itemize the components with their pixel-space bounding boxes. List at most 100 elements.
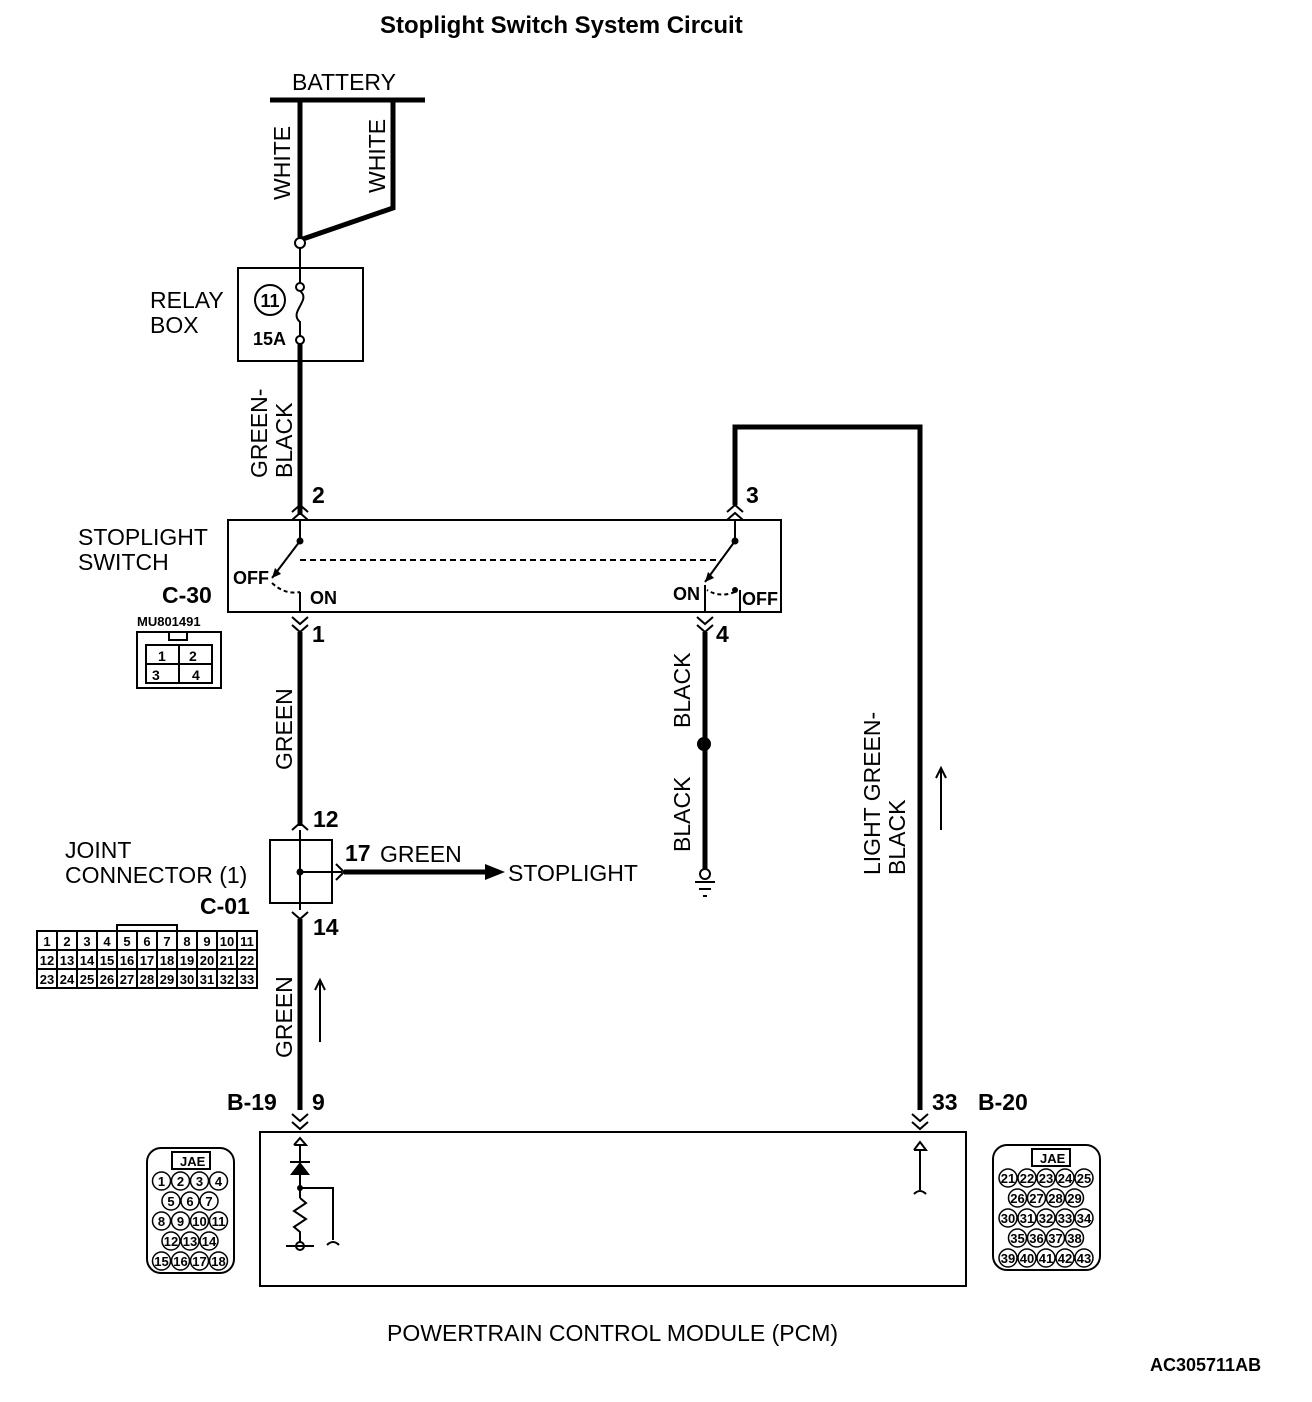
- b20-pins-cavity: [1017, 1168, 1037, 1188]
- c01-pin-6: 6: [143, 934, 150, 949]
- b19-pins-pin-7: 7: [205, 1194, 212, 1209]
- relay-box-label-2: BOX: [150, 312, 199, 338]
- stoplight-switch-label-1: STOPLIGHT: [78, 524, 208, 550]
- b20-pins-cavity: [1074, 1208, 1094, 1228]
- b19-pins-cavity: [151, 1251, 172, 1271]
- stoplight-switch-label-2: SWITCH: [78, 549, 169, 575]
- b19-pins-pin-12: 12: [164, 1234, 178, 1249]
- c01-pin-27: 27: [120, 972, 134, 987]
- signal-arrow-left-head: [314, 977, 326, 991]
- b20-pins-pin-30: 30: [1001, 1211, 1015, 1226]
- white-left-label: WHITE: [269, 126, 295, 200]
- switch-left-arc: [271, 582, 301, 594]
- b19-pins-cavity: [189, 1251, 210, 1271]
- pin-12: 12: [313, 806, 339, 832]
- b20-pins-pin-27: 27: [1029, 1191, 1043, 1206]
- b19-pins-pin-11: 11: [212, 1214, 226, 1229]
- b19-connector-label: B-19: [227, 1089, 277, 1115]
- relay-box-label-1: RELAY: [150, 287, 224, 313]
- c01-pin-33: 33: [240, 972, 254, 987]
- black-splice: [697, 737, 711, 751]
- stoplight-arrow: [485, 864, 505, 880]
- c30-pin-4: 4: [192, 667, 200, 683]
- c01-connector-label: C-01: [200, 893, 250, 919]
- pin33-chevron-b: [911, 1121, 929, 1131]
- pin3-chevron-a: [726, 503, 744, 513]
- green-lower-label: GREEN: [271, 976, 297, 1058]
- b19-pins-pin-18: 18: [211, 1254, 225, 1269]
- fuse-number: 11: [260, 291, 279, 311]
- b20-pins-cavity: [1036, 1208, 1056, 1228]
- pin3-chevron-b: [726, 511, 744, 521]
- pcm-resistor: [292, 1197, 308, 1242]
- green-stoplight-label: GREEN: [380, 841, 462, 867]
- b20-outline: [992, 1144, 1101, 1271]
- b20-pins-pin-37: 37: [1048, 1231, 1062, 1246]
- b19-pins-pin-14: 14: [202, 1234, 217, 1249]
- pin2-chevron-b: [291, 511, 309, 521]
- light-green-black-wire: [732, 424, 923, 1110]
- fuse-rating: 15A: [253, 329, 286, 349]
- pin-3: 3: [746, 482, 759, 508]
- b19-pins-pin-17: 17: [192, 1254, 206, 1269]
- b20-pins-cavity: [1017, 1208, 1037, 1228]
- b20-connector-label: B-20: [978, 1089, 1028, 1115]
- c30-pin-2: 2: [189, 648, 197, 664]
- b20-pins-pin-25: 25: [1077, 1171, 1091, 1186]
- b20-pins-cavity: [1074, 1248, 1094, 1268]
- b20-pins-cavity: [1026, 1188, 1047, 1208]
- c01-pin-1: 1: [43, 934, 50, 949]
- b20-pins-pin-22: 22: [1020, 1171, 1034, 1186]
- c01-pin-2: 2: [63, 934, 70, 949]
- b20-pins-cavity: [1036, 1168, 1056, 1188]
- b20-pins-pin-28: 28: [1048, 1191, 1062, 1206]
- pin-4: 4: [716, 621, 729, 647]
- b20-pins-pin-35: 35: [1010, 1231, 1024, 1246]
- white-wire-right: [299, 100, 396, 243]
- b20-pins-cavity: [1064, 1228, 1085, 1248]
- pin-2: 2: [312, 482, 325, 508]
- b20-pins-pin-24: 24: [1058, 1171, 1073, 1186]
- b20-pins-cavity: [1007, 1188, 1028, 1208]
- fuse-number-circle: [254, 284, 286, 316]
- splice-node: [294, 237, 306, 249]
- b19-pins-pin-9: 9: [177, 1214, 184, 1229]
- c01-pin-19: 19: [180, 953, 194, 968]
- pin14-chevron: [291, 911, 309, 921]
- light-green-black-label-2: BLACK: [884, 799, 910, 875]
- c01-pin-24: 24: [60, 972, 75, 987]
- stoplight-switch-box: [227, 519, 782, 613]
- b19-pins-cavity: [189, 1171, 210, 1191]
- b20-pins-pin-33: 33: [1058, 1211, 1072, 1226]
- pin33-chevron-a: [911, 1113, 929, 1123]
- b19-pins-pin-10: 10: [192, 1214, 206, 1229]
- b20-pins-pin-42: 42: [1058, 1251, 1072, 1266]
- b19-pins-pin-3: 3: [196, 1174, 203, 1189]
- pin-33: 33: [932, 1089, 958, 1115]
- b19-pins-cavity: [170, 1171, 191, 1191]
- b19-pins-cavity: [161, 1231, 181, 1251]
- c01-pin-5: 5: [123, 934, 130, 949]
- b19-jae-label: JAE: [180, 1154, 206, 1169]
- b20-pins-cavity: [1064, 1188, 1085, 1208]
- b20-pins-cavity: [1045, 1188, 1066, 1208]
- b20-pins-cavity: [1055, 1208, 1075, 1228]
- b19-pins-cavity: [151, 1171, 172, 1191]
- figure-code: AC305711AB: [1150, 1355, 1261, 1375]
- pin12-chevron: [291, 821, 309, 831]
- light-green-black-label-1: LIGHT GREEN-: [859, 712, 885, 875]
- b20-pins-pin-39: 39: [1001, 1251, 1015, 1266]
- battery-label: BATTERY: [292, 69, 396, 95]
- c01-pin-29: 29: [160, 972, 174, 987]
- b20-pins-pin-41: 41: [1039, 1251, 1053, 1266]
- stoplight-destination-label: STOPLIGHT: [508, 860, 638, 886]
- b20-pins-cavity: [1055, 1168, 1075, 1188]
- c01-pin-26: 26: [100, 972, 114, 987]
- b20-pins-pin-43: 43: [1077, 1251, 1091, 1266]
- b19-jae-tab: [171, 1151, 211, 1170]
- c01-pin-7: 7: [163, 934, 170, 949]
